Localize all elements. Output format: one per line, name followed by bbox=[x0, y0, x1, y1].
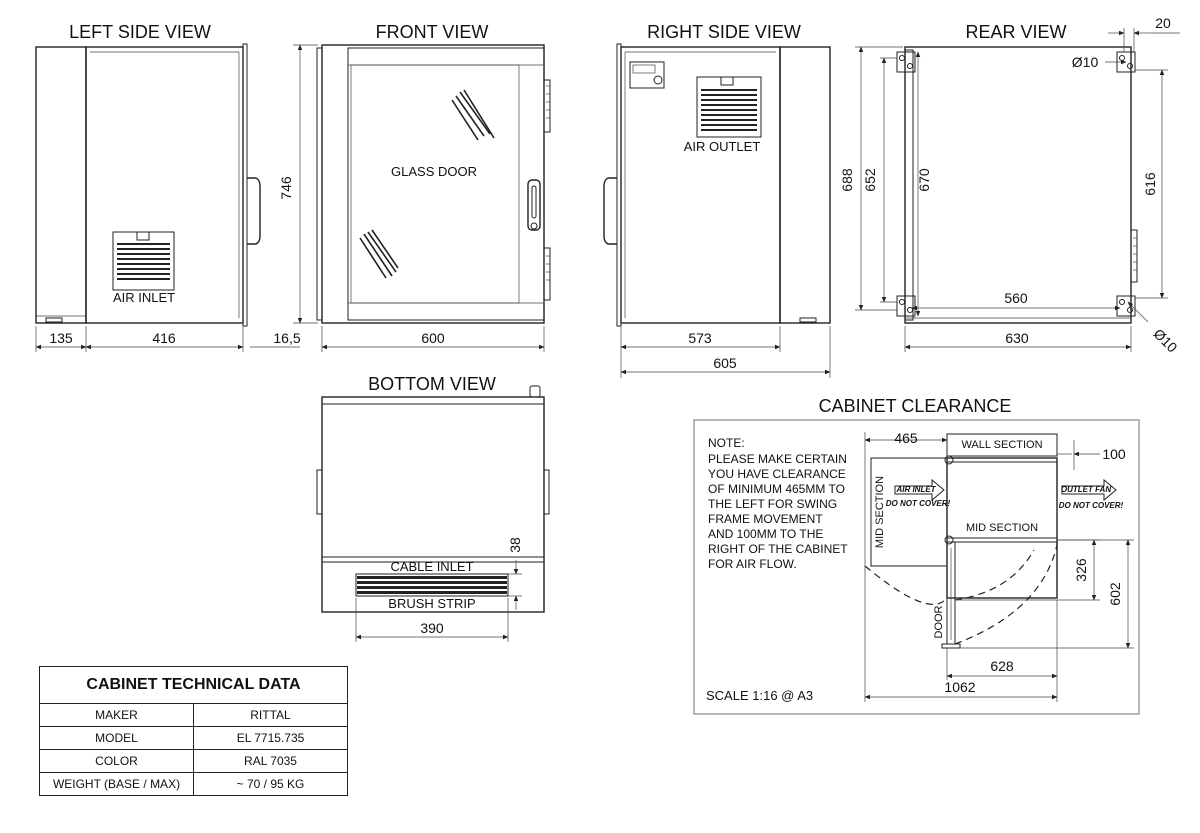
rear-view-title: REAR VIEW bbox=[965, 22, 1066, 42]
dim-560: 560 bbox=[1004, 290, 1028, 306]
do-not-cover-right: DO NOT COVER! bbox=[1059, 501, 1124, 510]
air-inlet-label: AIR INLET bbox=[113, 290, 175, 305]
dim-416: 416 bbox=[152, 330, 176, 346]
mounting-bracket bbox=[896, 51, 1136, 317]
dim-652: 652 bbox=[862, 168, 878, 192]
dim-688: 688 bbox=[839, 168, 855, 192]
right-side-view-title: RIGHT SIDE VIEW bbox=[647, 22, 801, 42]
left-side-view-title: LEFT SIDE VIEW bbox=[69, 22, 211, 42]
row-value: RAL 7035 bbox=[193, 749, 348, 773]
dim-628: 628 bbox=[990, 658, 1014, 674]
dim-diameter-10-bottom: Ø10 bbox=[1151, 325, 1181, 355]
clearance-title: CABINET CLEARANCE bbox=[819, 396, 1012, 416]
svg-text:NOTE:: NOTE: bbox=[708, 436, 745, 450]
svg-text:FOR AIR FLOW.: FOR AIR FLOW. bbox=[708, 557, 797, 571]
table-row: WEIGHT (BASE / MAX) ~ 70 / 95 KG bbox=[39, 772, 348, 796]
technical-data-table: CABINET TECHNICAL DATA MAKER RITTAL MODE… bbox=[39, 666, 348, 796]
bottom-view-title: BOTTOM VIEW bbox=[368, 374, 496, 394]
svg-text:YOU HAVE CLEARANCE: YOU HAVE CLEARANCE bbox=[708, 467, 846, 481]
right-side-view: RIGHT SIDE VIEW AIR OUTLET bbox=[603, 22, 831, 378]
svg-text:THE LEFT FOR SWING: THE LEFT FOR SWING bbox=[708, 497, 837, 511]
dim-573: 573 bbox=[688, 330, 712, 346]
air-inlet-arrow: AIR INLET DO NOT COVER! bbox=[886, 478, 951, 508]
glass-reflection bbox=[359, 89, 495, 279]
cable-inlet-slot bbox=[355, 573, 509, 597]
dim-38: 38 bbox=[507, 537, 523, 553]
table-row: MODEL EL 7715.735 bbox=[39, 726, 348, 750]
dim-600: 600 bbox=[421, 330, 445, 346]
outlet-fan-arrow: OUTLET FAN DO NOT COVER! bbox=[1059, 478, 1124, 510]
svg-text:OF MINIMUM 465MM TO: OF MINIMUM 465MM TO bbox=[708, 482, 845, 496]
svg-text:PLEASE MAKE CERTAIN: PLEASE MAKE CERTAIN bbox=[708, 452, 847, 466]
row-key: WEIGHT (BASE / MAX) bbox=[39, 772, 194, 796]
row-value: EL 7715.735 bbox=[193, 726, 348, 750]
row-value: ~ 70 / 95 KG bbox=[193, 772, 348, 796]
svg-text:OUTLET FAN: OUTLET FAN bbox=[1061, 485, 1111, 494]
row-value: RITTAL bbox=[193, 703, 348, 727]
dim-746: 746 bbox=[278, 176, 294, 200]
rear-view: REAR VIEW 20 Ø10 Ø10 688 bbox=[839, 15, 1181, 356]
dim-630: 630 bbox=[1005, 330, 1029, 346]
front-view: FRONT VIEW 746 GLASS DOOR bbox=[250, 22, 551, 352]
svg-text:FRAME MOVEMENT: FRAME MOVEMENT bbox=[708, 512, 823, 526]
brush-strip-label: BRUSH STRIP bbox=[388, 596, 475, 611]
dim-100: 100 bbox=[1102, 446, 1126, 462]
scale-label: SCALE 1:16 @ A3 bbox=[706, 688, 813, 703]
cable-inlet-label: CABLE INLET bbox=[390, 559, 473, 574]
dim-670: 670 bbox=[916, 168, 932, 192]
row-key: COLOR bbox=[39, 749, 194, 773]
row-key: MODEL bbox=[39, 726, 194, 750]
cabinet-clearance-panel: CABINET CLEARANCE NOTE: PLEASE MAKE CERT… bbox=[693, 396, 1140, 715]
air-outlet-grille bbox=[696, 76, 762, 138]
air-inlet-grille bbox=[112, 231, 175, 291]
technical-data-title: CABINET TECHNICAL DATA bbox=[39, 666, 348, 704]
svg-text:RIGHT OF THE CABINET: RIGHT OF THE CABINET bbox=[708, 542, 848, 556]
table-row: MAKER RITTAL bbox=[39, 703, 348, 727]
dim-diameter-10-top: Ø10 bbox=[1072, 54, 1099, 70]
clearance-note: NOTE: PLEASE MAKE CERTAIN YOU HAVE CLEAR… bbox=[708, 436, 848, 571]
air-outlet-label: AIR OUTLET bbox=[684, 139, 761, 154]
glass-door-label: GLASS DOOR bbox=[391, 164, 477, 179]
mid-section-label: MID SECTION bbox=[966, 522, 1038, 534]
dim-326: 326 bbox=[1073, 558, 1089, 582]
dim-602: 602 bbox=[1107, 582, 1123, 606]
table-row: COLOR RAL 7035 bbox=[39, 749, 348, 773]
dim-1062: 1062 bbox=[944, 679, 975, 695]
front-view-title: FRONT VIEW bbox=[376, 22, 489, 42]
door-label: DOOR bbox=[933, 605, 945, 638]
dim-605: 605 bbox=[713, 355, 737, 371]
dim-616: 616 bbox=[1142, 172, 1158, 196]
dim-135: 135 bbox=[49, 330, 73, 346]
dim-465: 465 bbox=[894, 430, 918, 446]
do-not-cover-left: DO NOT COVER! bbox=[886, 499, 951, 508]
mid-section-vertical-label: MID SECTION bbox=[874, 476, 886, 548]
svg-text:AND 100MM TO THE: AND 100MM TO THE bbox=[708, 527, 823, 541]
dim-20: 20 bbox=[1155, 15, 1171, 31]
dim-16-5: 16,5 bbox=[273, 330, 300, 346]
svg-text:AIR INLET: AIR INLET bbox=[895, 485, 936, 494]
bottom-view: BOTTOM VIEW CABLE INLET BRUSH STRIP 38 3… bbox=[316, 374, 550, 642]
wall-section-label: WALL SECTION bbox=[961, 439, 1042, 451]
row-key: MAKER bbox=[39, 703, 194, 727]
left-side-view: LEFT SIDE VIEW AIR INLET 13 bbox=[35, 22, 261, 352]
dim-390: 390 bbox=[420, 620, 444, 636]
